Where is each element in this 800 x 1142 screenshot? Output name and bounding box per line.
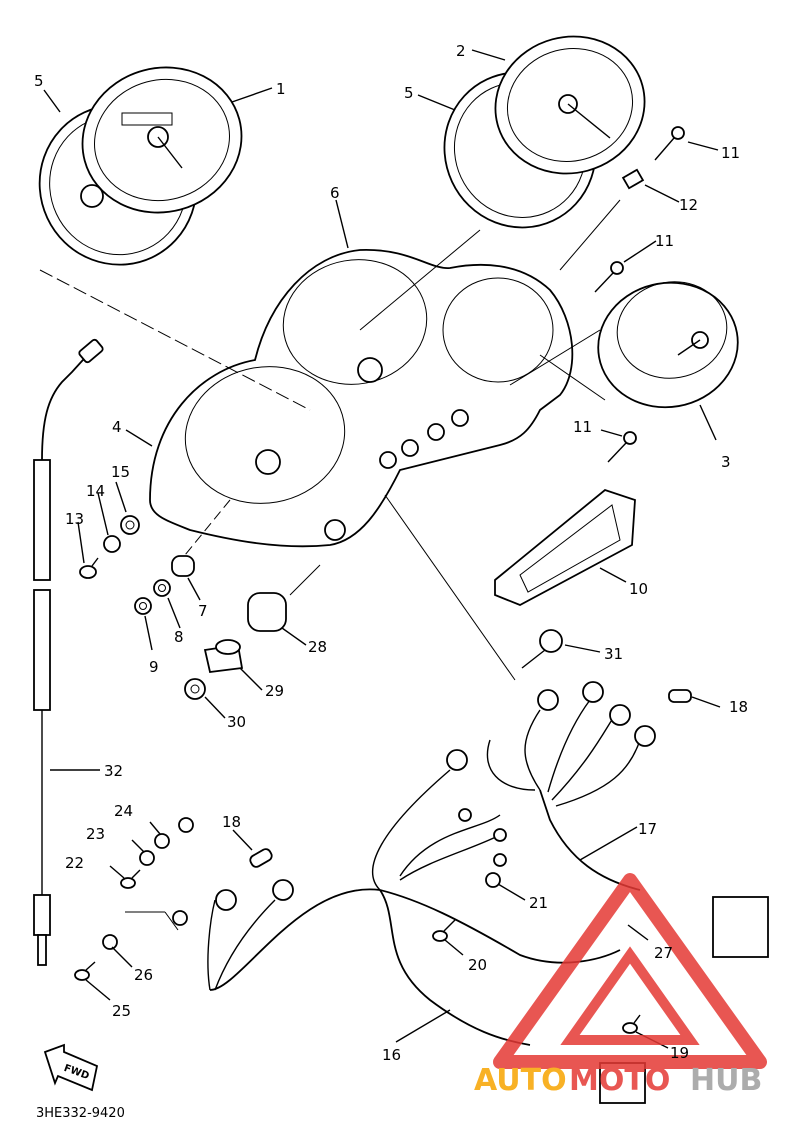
part-label-7: 7: [198, 602, 208, 620]
part-label-30: 30: [227, 713, 246, 731]
part-label-2: 2: [456, 42, 466, 60]
part-label-6: 6: [330, 184, 340, 202]
meter-case: [149, 249, 574, 548]
part-label-32: 32: [104, 762, 123, 780]
part-label-3: 3: [721, 453, 731, 471]
part-label-5b: 5: [404, 84, 414, 102]
part-label-27: 27: [654, 944, 673, 962]
part-label-10: 10: [629, 580, 648, 598]
part-label-11b: 11: [655, 232, 674, 250]
part-label-4: 4: [112, 418, 122, 436]
watermark-hub: HUB: [690, 1063, 762, 1098]
part-label-13: 13: [65, 510, 84, 528]
screw-11a: [654, 126, 685, 161]
part-label-25: 25: [112, 1002, 131, 1020]
part-label-24: 24: [114, 802, 133, 820]
screw-11b: [594, 261, 624, 293]
part-labels: 1 2 3 4 5 5 6 7 8 9 10 11 11 11 12 13 14…: [34, 42, 748, 1064]
part-label-17: 17: [638, 820, 657, 838]
watermark-auto: AUTO: [474, 1063, 567, 1098]
part-label-14: 14: [86, 482, 105, 500]
fwd-arrow: FWD: [43, 1043, 99, 1092]
indicator-panel-10: [494, 488, 636, 606]
part-label-9: 9: [149, 658, 159, 676]
speedometer-cable-32: [33, 338, 104, 966]
watermark-logo: AUTO MOTO HUB: [474, 873, 767, 1098]
small-parts: [74, 126, 692, 1034]
screw-11c: [607, 431, 637, 463]
screw-13: [79, 557, 99, 579]
part-label-29: 29: [265, 682, 284, 700]
wire-harness: [172, 681, 769, 1104]
gauge-3: [597, 281, 739, 409]
part-label-18b: 18: [222, 813, 241, 831]
part-label-31: 31: [604, 645, 623, 663]
drawing-code: 3HE332-9420: [36, 1106, 125, 1121]
part-label-22: 22: [65, 854, 84, 872]
part-label-11a: 11: [721, 144, 740, 162]
part-label-11c: 11: [573, 418, 592, 436]
part-label-16: 16: [382, 1046, 401, 1064]
gauge-1-speedometer: [38, 66, 243, 266]
part-label-20: 20: [468, 956, 487, 974]
part-label-18a: 18: [729, 698, 748, 716]
part-label-15: 15: [111, 463, 130, 481]
part-label-1: 1: [276, 80, 286, 98]
gauge-2-tachometer: [443, 35, 646, 229]
part-label-5a: 5: [34, 72, 44, 90]
watermark-moto: MOTO: [569, 1063, 670, 1098]
part-label-26: 26: [134, 966, 153, 984]
part-label-12: 12: [679, 196, 698, 214]
part-label-8: 8: [174, 628, 184, 646]
part-label-21: 21: [529, 894, 548, 912]
leader-lines: [39, 49, 721, 1049]
part-label-19: 19: [670, 1044, 689, 1062]
part-label-23: 23: [86, 825, 105, 843]
part-label-28: 28: [308, 638, 327, 656]
